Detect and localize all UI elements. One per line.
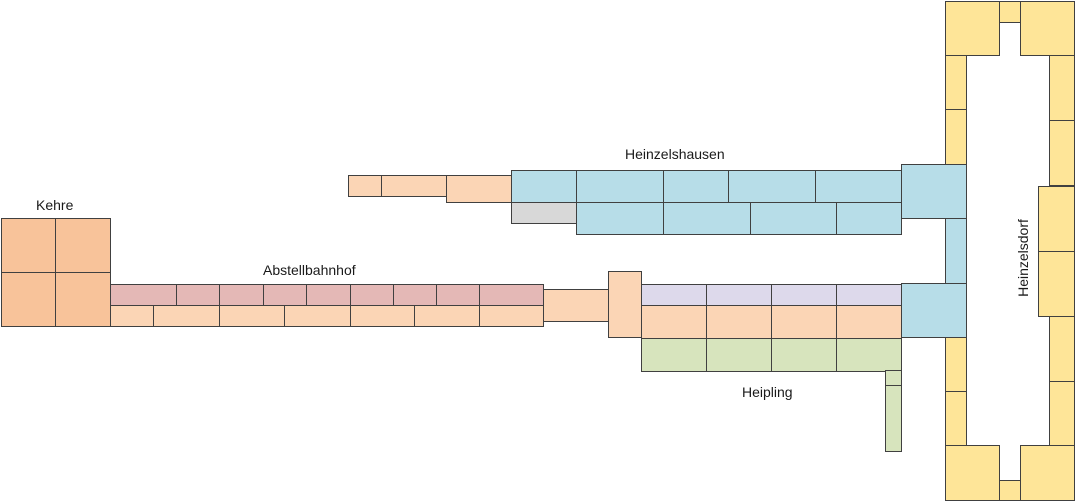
abstellbahnhof-module xyxy=(219,305,285,327)
label-heinzelsdorf: Heinzelsdorf xyxy=(1015,219,1031,297)
abstellbahnhof-module xyxy=(219,284,264,306)
heinzelsdorf-module xyxy=(945,1,1000,56)
heipling-module xyxy=(836,284,902,306)
heinzelshausen-module xyxy=(750,202,837,235)
heinzelsdorf-module xyxy=(1038,251,1075,317)
heinzelshausen-module xyxy=(663,202,751,235)
heinzelshausen-module xyxy=(728,170,816,203)
heipling-module xyxy=(771,284,837,306)
heinzelsdorf-module xyxy=(1038,186,1075,252)
heinzelsdorf-module xyxy=(1020,1,1075,56)
heinzelshausen-module xyxy=(446,175,512,203)
heipling-module xyxy=(706,284,772,306)
heinzelshausen-module xyxy=(836,202,902,235)
heinzelsdorf-module xyxy=(945,109,967,165)
heinzelsdorf-module xyxy=(1049,120,1075,186)
heinzelsdorf-module xyxy=(945,445,1000,501)
heinzelsdorf-module xyxy=(1049,316,1075,382)
heinzelsdorf-module xyxy=(1049,381,1075,447)
label-heinzelshausen: Heinzelshausen xyxy=(625,146,725,162)
heinzelsdorf-module xyxy=(999,1,1021,23)
abstellbahnhof-module xyxy=(436,284,480,306)
abstellbahnhof-module xyxy=(479,284,544,306)
heinzelsdorf-module xyxy=(999,480,1021,501)
label-abstellbahnhof: Abstellbahnhof xyxy=(263,262,356,278)
kehre-module xyxy=(1,218,56,273)
abstellbahnhof-module xyxy=(393,284,437,306)
abstellbahnhof-module xyxy=(350,284,394,306)
heipling-module xyxy=(836,305,902,339)
heipling-module xyxy=(641,284,707,306)
label-kehre: Kehre xyxy=(36,197,74,213)
kehre-module xyxy=(55,218,111,273)
heipling-siding-module xyxy=(885,370,902,386)
abstellbahnhof-module xyxy=(284,305,351,327)
label-heipling: Heipling xyxy=(742,384,793,400)
abstellbahnhof-module xyxy=(110,284,177,306)
heinzelshausen-module xyxy=(663,170,729,203)
abstellbahnhof-module xyxy=(263,284,307,306)
heinzelshausen-module xyxy=(511,170,577,203)
heinzelsdorf-module xyxy=(945,391,967,446)
heipling-module xyxy=(771,305,837,339)
heipling-module xyxy=(641,305,707,339)
kehre-module xyxy=(1,272,56,327)
abstellbahnhof-module xyxy=(306,284,351,306)
heinzelshausen-module xyxy=(348,175,382,197)
heipling-module xyxy=(641,338,707,372)
abstellbahnhof-module xyxy=(176,284,220,306)
abstellbahnhof-module xyxy=(479,305,544,327)
abstellbahnhof-module xyxy=(414,305,480,327)
junction-module xyxy=(901,164,967,219)
heinzelsdorf-module xyxy=(945,337,967,392)
heinzelshausen-module xyxy=(381,175,447,197)
heinzelsdorf-module xyxy=(945,55,967,110)
heinzelsdorf-module xyxy=(1049,55,1075,121)
heinzelshausen-module xyxy=(511,202,577,224)
junction-module xyxy=(945,218,967,284)
heinzelshausen-module xyxy=(576,202,664,235)
heipling-module xyxy=(706,338,772,372)
junction-module xyxy=(901,283,967,338)
kehre-module xyxy=(55,272,111,327)
heipling-module xyxy=(706,305,772,339)
heinzelshausen-module xyxy=(815,170,902,203)
connector-module xyxy=(543,289,609,322)
heipling-module xyxy=(836,338,902,372)
heipling-siding-module xyxy=(885,385,902,452)
heinzelsdorf-module xyxy=(1020,445,1075,501)
heipling-module xyxy=(771,338,837,372)
abstellbahnhof-module xyxy=(153,305,220,327)
connector-module xyxy=(608,271,642,338)
abstellbahnhof-module xyxy=(350,305,415,327)
heinzelshausen-module xyxy=(576,170,664,203)
abstellbahnhof-module xyxy=(110,305,154,327)
